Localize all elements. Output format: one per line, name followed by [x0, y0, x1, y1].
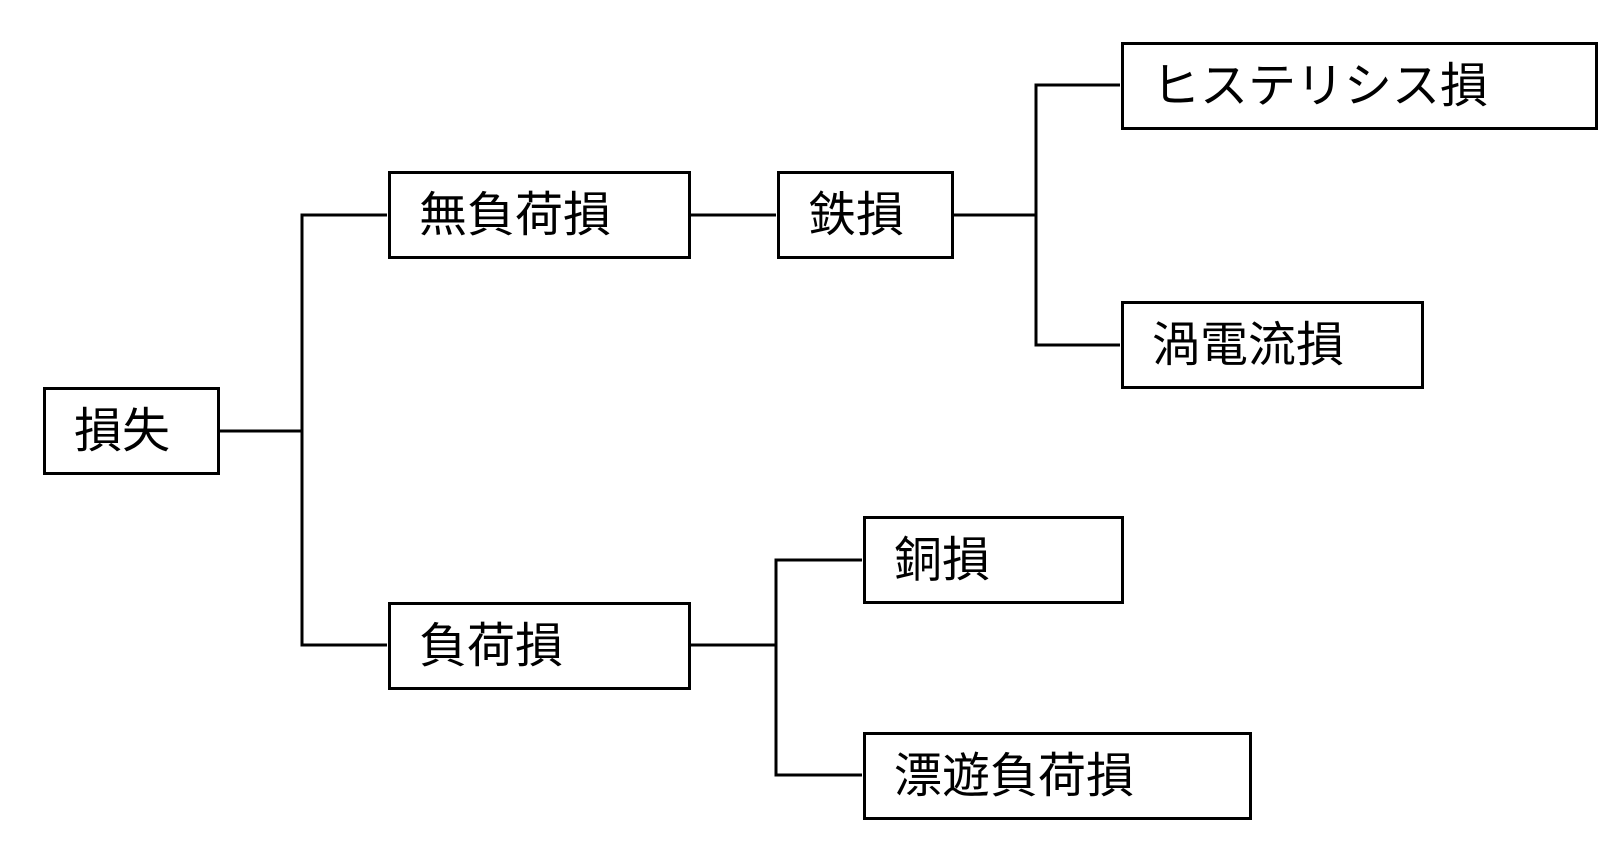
node-load-loss: 負荷損 — [388, 602, 691, 690]
node-no-load-loss: 無負荷損 — [388, 171, 691, 259]
node-copper-loss: 銅損 — [863, 516, 1124, 604]
connector-root-to-no-load-loss — [300, 213, 387, 647]
connector-iron-loss-children — [1034, 83, 1120, 347]
connector-load-loss-children — [774, 558, 862, 777]
node-stray-load-loss: 漂遊負荷損 — [863, 732, 1252, 820]
node-eddy-current-loss: 渦電流損 — [1121, 301, 1424, 389]
node-iron-loss: 鉄損 — [777, 171, 954, 259]
node-hysteresis-loss: ヒステリシス損 — [1121, 42, 1598, 130]
node-loss: 損失 — [43, 387, 220, 475]
